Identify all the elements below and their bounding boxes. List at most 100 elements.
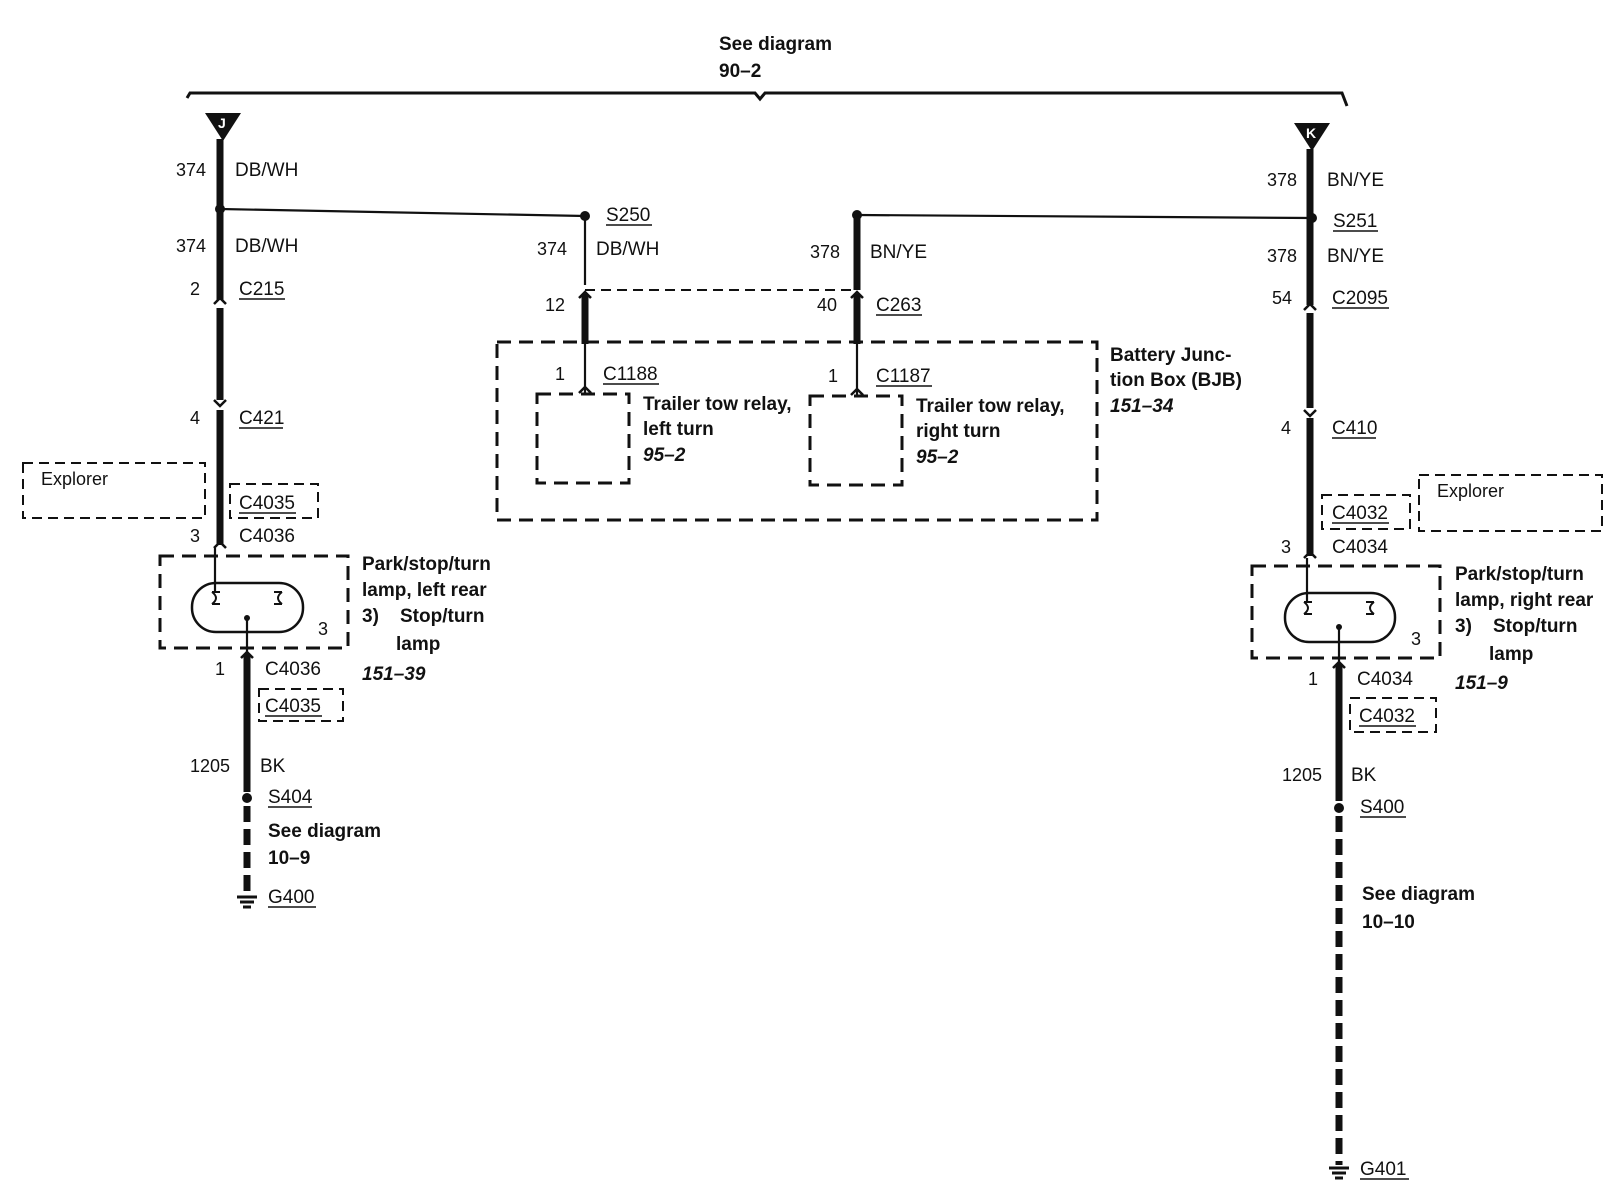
left-splice-label: S404 (268, 787, 313, 808)
left-c4035-top-box (229, 483, 319, 519)
relay-left-line2: left turn (643, 419, 714, 440)
right-flag-k (1294, 123, 1330, 151)
center-wire-left-color: DB/WH (596, 239, 659, 260)
right-c4032-bot-box (1349, 697, 1437, 733)
right-lamp-ref: 151–9 (1455, 673, 1508, 694)
right-splice-label: S400 (1360, 797, 1404, 818)
center-wire-right-circuit: 378 (810, 242, 840, 262)
relay-right-line2: right turn (916, 421, 1000, 442)
right-splice-dot (1307, 213, 1317, 223)
left-c421-pin: 4 (190, 408, 200, 428)
left-flag-label: J (218, 115, 226, 131)
left-wire-gnd-color: BK (260, 756, 286, 777)
right-lamp-box (1250, 564, 1442, 660)
left-explorer-box (22, 462, 206, 519)
right-c410-label: C410 (1332, 418, 1377, 439)
right-c2095-pin: 54 (1272, 288, 1292, 308)
left-diagram-ref: 10–9 (268, 848, 310, 869)
relay-right-box (808, 394, 904, 487)
relay-right-pin: 1 (828, 366, 838, 386)
right-explorer-label: Explorer (1437, 481, 1504, 501)
s250-label: S250 (606, 205, 650, 226)
left-c215-label: C215 (239, 279, 284, 300)
center-branch: S250 374 DB/WH 12 378 BN/YE 40 C263 Batt… (219, 205, 1313, 522)
relay-left-line1: Trailer tow relay, (643, 394, 792, 415)
left-lamp-ref: 151–39 (362, 664, 426, 685)
right-ground-label: G401 (1360, 1159, 1406, 1180)
left-wire-gnd-circuit: 1205 (190, 756, 230, 776)
left-flag-j (205, 113, 241, 141)
right-c4032-top-label: C4032 (1332, 503, 1388, 524)
left-c4035-bot-label: C4035 (265, 696, 321, 717)
left-wire-mid-color: DB/WH (235, 236, 298, 257)
right-lamp-pin: 3 (1411, 629, 1421, 649)
right-wire-gnd-circuit: 1205 (1282, 765, 1322, 785)
left-c4036-bot-pin: 1 (215, 659, 225, 679)
center-pin-12: 12 (545, 295, 565, 315)
left-lamp-box (158, 554, 350, 650)
left-see-diagram: See diagram (268, 821, 381, 842)
right-lamp-line3: 3) Stop/turn (1455, 616, 1577, 637)
right-s251-label: S251 (1333, 211, 1377, 232)
bjb-line2: tion Box (BJB) (1110, 370, 1242, 391)
left-branch: J 374 DB/WH 374 DB/WH 2 C215 4 C421 Expl… (22, 113, 491, 909)
center-to-s251-line (856, 213, 1313, 220)
relay-right-line1: Trailer tow relay, (916, 396, 1065, 417)
right-wire-top-circuit: 378 (1267, 170, 1297, 190)
right-c4034-bot-label: C4034 (1357, 669, 1413, 690)
left-c4035-bot-box (258, 688, 344, 722)
left-wire-top-circuit: 374 (176, 160, 206, 180)
right-c4034-top-label: C4034 (1332, 537, 1388, 558)
center-wire-right-color: BN/YE (870, 242, 927, 263)
left-c4036-bot-label: C4036 (265, 659, 321, 680)
bjb-line1: Battery Junc- (1110, 345, 1231, 366)
right-wire-gnd-color: BK (1351, 765, 1377, 786)
relay-left-box (535, 392, 631, 485)
right-diagram-ref: 10–10 (1362, 912, 1415, 933)
right-wire-mid-color: BN/YE (1327, 246, 1384, 267)
left-s404-dot (242, 793, 252, 803)
left-wire-mid-circuit: 374 (176, 236, 206, 256)
left-lamp-line1: Park/stop/turn (362, 554, 491, 575)
center-pin-40: 40 (817, 295, 837, 315)
left-ground-icon (237, 895, 257, 909)
left-lamp-line3: 3) Stop/turn (362, 606, 484, 627)
right-c4032-bot-label: C4032 (1359, 706, 1415, 727)
right-flag-label: K (1306, 125, 1316, 141)
right-lamp-line4: lamp (1489, 644, 1533, 665)
left-to-s250-line (219, 207, 586, 218)
left-c4036-top-pin: 3 (190, 526, 200, 546)
left-ground-label: G400 (268, 887, 314, 908)
left-lamp-pin: 3 (318, 619, 328, 639)
right-s400-dot (1334, 803, 1344, 813)
bjb-box (495, 340, 1099, 522)
left-c215-pin: 2 (190, 279, 200, 299)
left-c4035-top-label: C4035 (239, 493, 295, 514)
bjb-ref: 151–34 (1110, 396, 1174, 417)
right-explorer-box (1418, 474, 1603, 532)
right-lamp-line2: lamp, right rear (1455, 590, 1594, 611)
right-wire-top-color: BN/YE (1327, 170, 1384, 191)
right-c410-pin: 4 (1281, 418, 1291, 438)
left-c4036-top-label: C4036 (239, 526, 295, 547)
relay-right-ref: 95–2 (916, 447, 959, 468)
left-c421-label: C421 (239, 408, 284, 429)
top-bracket: See diagram 90–2 (185, 34, 1349, 107)
relay-right-connector: C1187 (876, 366, 931, 387)
right-branch: K 378 BN/YE S251 378 BN/YE 54 C2095 4 C4… (1250, 123, 1603, 1180)
right-c4032-top-box (1321, 494, 1411, 530)
relay-left-ref: 95–2 (643, 445, 686, 466)
left-wire-top-color: DB/WH (235, 160, 298, 181)
right-c2095-label: C2095 (1332, 288, 1388, 309)
top-diagram-ref: 90–2 (719, 61, 761, 82)
center-c263-label: C263 (876, 295, 921, 316)
right-wire-mid-circuit: 378 (1267, 246, 1297, 266)
left-lamp-line2: lamp, left rear (362, 580, 487, 601)
left-explorer-label: Explorer (41, 469, 108, 489)
relay-left-connector: C1188 (603, 364, 658, 385)
relay-left-pin: 1 (555, 364, 565, 384)
center-wire-left-circuit: 374 (537, 239, 567, 259)
right-c4034-bot-pin: 1 (1308, 669, 1318, 689)
right-see-diagram: See diagram (1362, 884, 1475, 905)
